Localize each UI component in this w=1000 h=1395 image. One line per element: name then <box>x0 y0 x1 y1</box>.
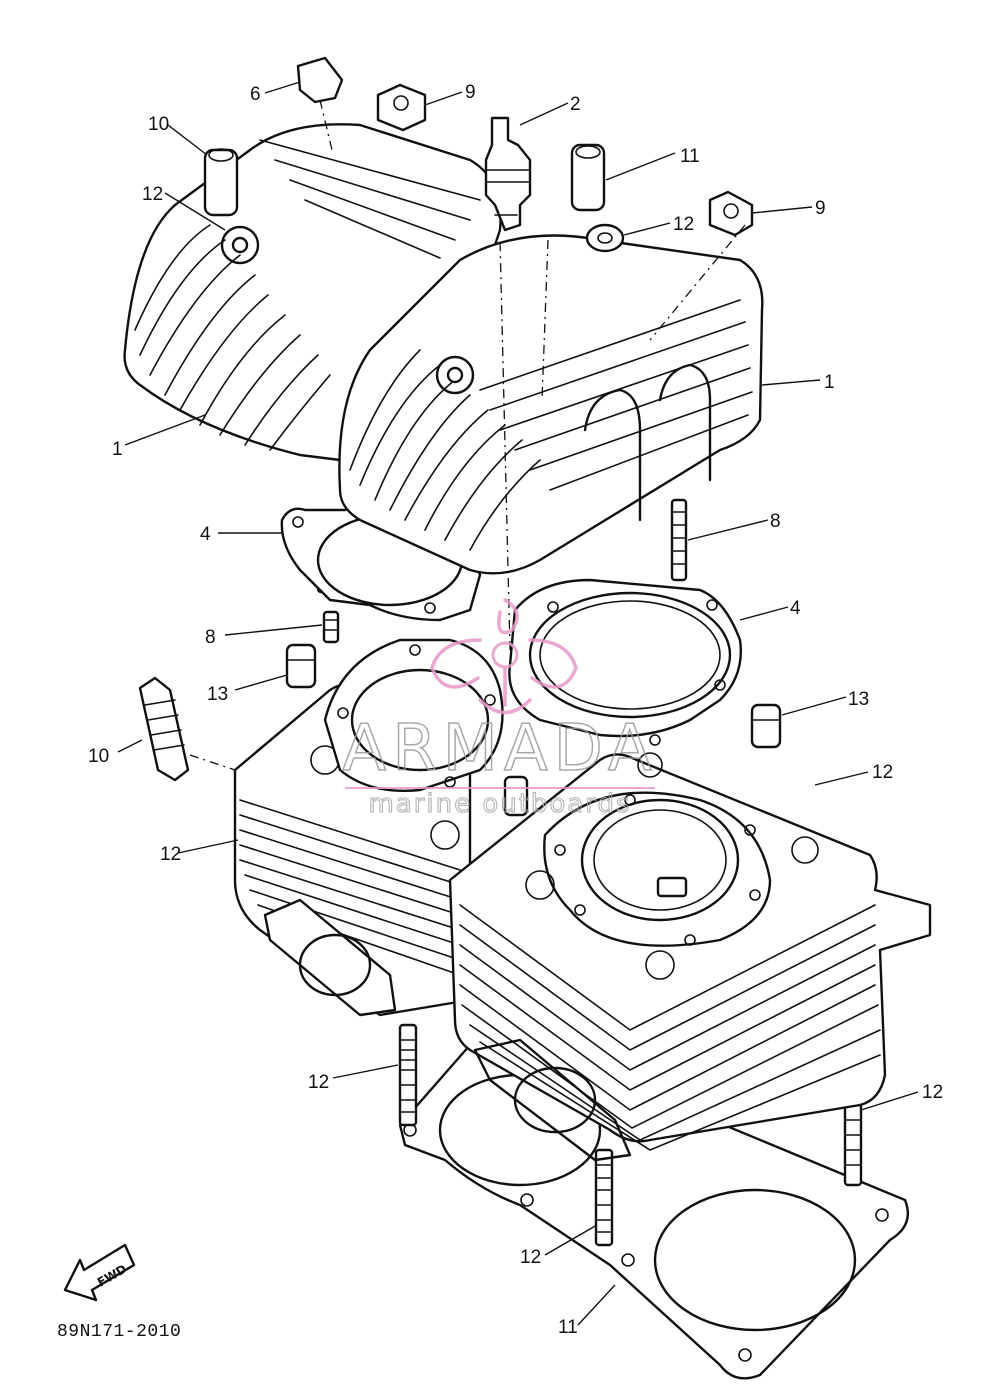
diagram-code: 89N171-2010 <box>57 1322 182 1342</box>
callout-6-right: 9 <box>815 198 826 219</box>
callout-10: 10 <box>88 746 109 767</box>
collar-7-left <box>203 148 239 217</box>
callout-11: 11 <box>558 1317 578 1338</box>
bolt-13-left <box>285 643 317 689</box>
callout-12-right: 12 <box>922 1082 943 1103</box>
watermark-brand: ARMADA <box>342 712 657 786</box>
callout-5-left: 8 <box>205 627 216 648</box>
spark-plug-2 <box>484 116 532 232</box>
fwd-arrow-icon: FWD <box>63 1243 136 1302</box>
callout-5-right: 8 <box>770 511 781 532</box>
callout-4-right: 4 <box>790 598 801 619</box>
collar-7-right <box>570 143 606 212</box>
callout-4-left: 4 <box>200 524 211 545</box>
callout-7-right: 11 <box>680 146 700 167</box>
cylinder-block-front <box>448 752 932 1162</box>
callout-8-right: 12 <box>673 214 694 235</box>
assembly-lines <box>189 99 746 771</box>
callout-13-right: 13 <box>848 689 869 710</box>
bolt-13-right <box>750 703 782 749</box>
callout-13-left: 13 <box>207 684 228 705</box>
callout-8-left: 12 <box>142 184 163 205</box>
callout-1-left: 1 <box>112 439 123 460</box>
callout-7-left: 10 <box>148 114 169 135</box>
head-gasket-front <box>508 578 742 746</box>
nut-6-right <box>708 190 754 237</box>
cylinder-head-front <box>338 234 764 575</box>
callout-9-left: 12 <box>160 844 181 865</box>
bolt-13-center <box>503 775 529 817</box>
washer-8-right <box>585 223 625 253</box>
callout-9-right: 12 <box>872 762 893 783</box>
callout-numbers: 6 9 2 10 11 12 12 9 1 1 4 8 8 4 13 13 10… <box>88 82 943 1338</box>
watermark-tagline: marine outboards <box>368 789 631 819</box>
armada-watermark: ARMADA marine outboards <box>342 598 657 820</box>
callout-12-left: 12 <box>308 1072 329 1093</box>
callout-12-center: 12 <box>520 1247 541 1268</box>
leader-lines <box>117 81 919 1326</box>
callout-1-right: 1 <box>824 372 835 393</box>
callout-2: 2 <box>570 94 581 115</box>
base-head-gasket-rear-lower <box>323 638 504 792</box>
anchor-logo-icon <box>430 598 578 715</box>
callout-3: 6 <box>250 84 261 105</box>
nut-6-left <box>376 83 427 132</box>
callout-6-left: 9 <box>465 82 476 103</box>
dowel-pin-10 <box>138 676 190 782</box>
spark-plug-cap-3 <box>296 56 344 104</box>
